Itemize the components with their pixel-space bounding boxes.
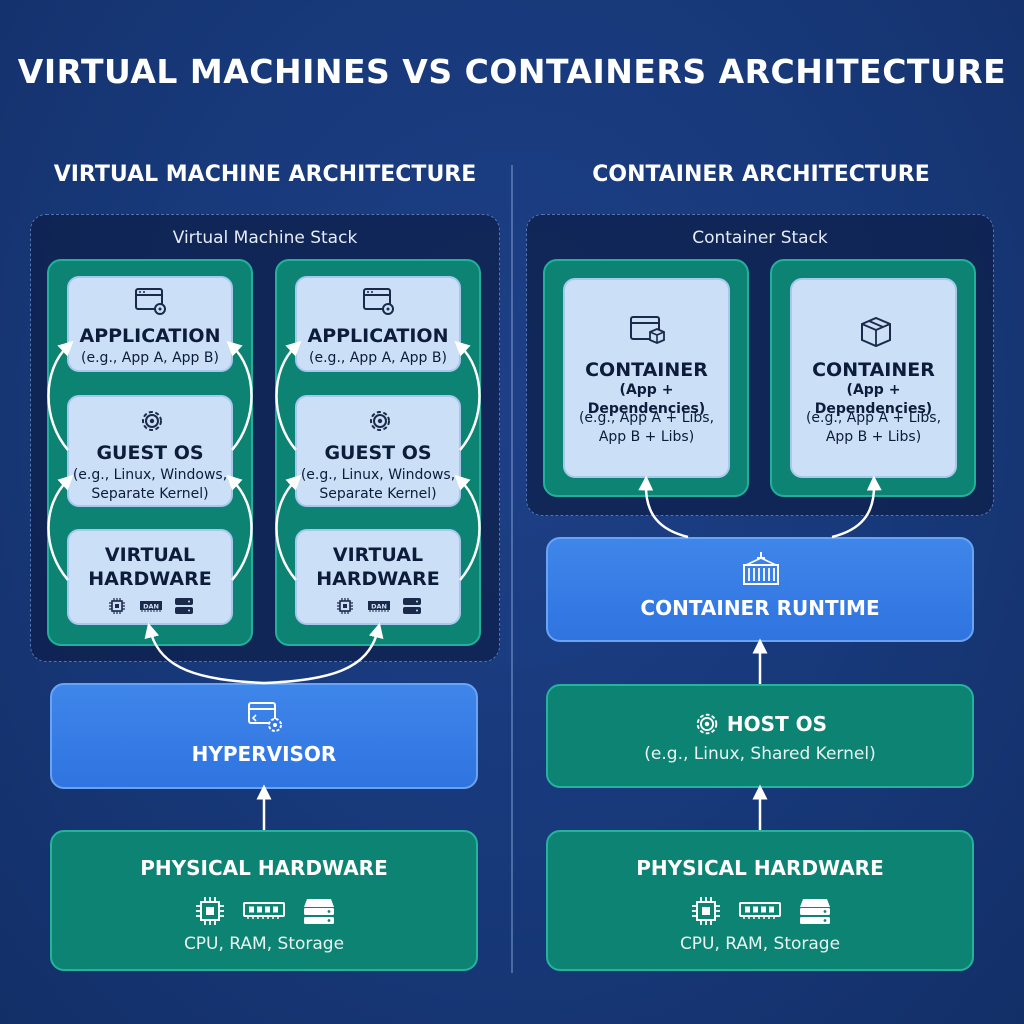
physical-hardware-detail: CPU, RAM, Storage xyxy=(679,934,841,954)
ram-icon xyxy=(739,901,781,921)
arrow-hypervisor-to-vm1 xyxy=(144,622,265,685)
physical-hardware-title: PHYSICAL HARDWARE xyxy=(140,856,388,880)
physical-hardware-title: PHYSICAL HARDWARE xyxy=(636,856,884,880)
guest-os-detail-1: (e.g., Linux, Windows, xyxy=(72,467,228,483)
application-title: APPLICATION xyxy=(79,325,221,347)
vm-stack-label: Virtual Machine Stack xyxy=(172,228,358,248)
container-detail-1: (e.g., App A + Libs, xyxy=(578,410,715,426)
cpu-icon xyxy=(691,896,721,926)
virtual-hardware-title-2: HARDWARE xyxy=(316,568,440,590)
host-os-header: HOST OS xyxy=(548,710,972,738)
ram-chip-label: DAN xyxy=(143,603,159,611)
guest-os-detail-2: Separate Kernel) xyxy=(319,486,437,502)
arrow-guestos-to-app-left xyxy=(47,340,74,451)
virtual-hardware-title-1: VIRTUAL xyxy=(332,544,424,566)
container-detail-2: App B + Libs) xyxy=(825,429,922,445)
hardware-icons: DAN xyxy=(336,597,426,615)
container-runtime-title: CONTAINER RUNTIME xyxy=(640,596,880,620)
arrow-hypervisor-to-vm2 xyxy=(263,622,384,685)
arrow-guestos-to-app-right-2 xyxy=(454,340,481,451)
hardware-icons: DAN xyxy=(108,597,198,615)
gear-icon xyxy=(693,710,721,738)
container-runtime-box: CONTAINER RUNTIME xyxy=(546,537,974,642)
arrow-vhw-to-guestos-right-2 xyxy=(454,474,481,581)
container-detail-2: App B + Libs) xyxy=(598,429,695,445)
container-detail-1: (e.g., App A + Libs, xyxy=(805,410,942,426)
arrow-vhw-to-guestos-left xyxy=(47,474,74,581)
storage-icon xyxy=(799,897,831,925)
arrow-guestos-to-app-left-2 xyxy=(275,340,302,451)
gear-icon xyxy=(365,406,395,436)
app-window-gear-icon xyxy=(363,287,397,317)
vm-virtual-hardware-card-1: VIRTUAL HARDWARE DAN xyxy=(67,529,233,625)
vm-guest-os-card-2: GUEST OS (e.g., Linux, Windows, Separate… xyxy=(295,395,461,507)
guest-os-title: GUEST OS xyxy=(324,442,432,464)
cpu-icon xyxy=(195,896,225,926)
arrow-runtime-to-container-2 xyxy=(831,475,882,539)
package-box-icon xyxy=(859,316,893,348)
physical-hardware-detail: CPU, RAM, Storage xyxy=(183,934,345,954)
guest-os-title: GUEST OS xyxy=(96,442,204,464)
shipping-container-icon xyxy=(742,551,780,587)
arrow-runtime-to-container-1 xyxy=(638,475,689,539)
ram-icon: DAN xyxy=(139,599,163,613)
host-os-detail: (e.g., Linux, Shared Kernel) xyxy=(644,744,876,764)
storage-icon xyxy=(303,897,335,925)
arrow-guestos-to-app-right xyxy=(226,340,253,451)
main-title: VIRTUAL MACHINES VS CONTAINERS ARCHITECT… xyxy=(17,52,1007,91)
hypervisor-box: HYPERVISOR xyxy=(50,683,478,789)
ram-icon: DAN xyxy=(367,599,391,613)
gear-icon xyxy=(137,406,167,436)
vm-application-card-2: APPLICATION (e.g., App A, App B) xyxy=(295,276,461,372)
guest-os-detail-2: Separate Kernel) xyxy=(91,486,209,502)
hypervisor-icon xyxy=(248,701,284,733)
vm-section-title: VIRTUAL MACHINE ARCHITECTURE xyxy=(53,162,477,187)
storage-icon xyxy=(402,597,422,615)
host-os-box: HOST OS (e.g., Linux, Shared Kernel) xyxy=(546,684,974,788)
container-section-title: CONTAINER ARCHITECTURE xyxy=(592,162,930,187)
application-detail: (e.g., App A, App B) xyxy=(81,350,219,366)
ram-icon xyxy=(243,901,285,921)
host-os-title: HOST OS xyxy=(726,712,828,736)
arrow-vhw-to-guestos-right xyxy=(226,474,253,581)
physical-hardware-icons xyxy=(691,896,836,926)
virtual-hardware-title-1: VIRTUAL xyxy=(104,544,196,566)
container-subtitle: (App + Dependencies) xyxy=(814,382,933,417)
cpu-icon xyxy=(336,597,354,615)
vm-virtual-hardware-card-2: VIRTUAL HARDWARE DAN xyxy=(295,529,461,625)
divider xyxy=(511,165,513,973)
arrow-vhw-to-guestos-left-2 xyxy=(275,474,302,581)
physical-hardware-icons xyxy=(195,896,340,926)
container-subtitle: (App + Dependencies) xyxy=(587,382,706,417)
application-detail: (e.g., App A, App B) xyxy=(309,350,447,366)
hypervisor-title: HYPERVISOR xyxy=(191,742,337,766)
container-title: CONTAINER xyxy=(812,359,935,381)
app-window-gear-icon xyxy=(135,287,169,317)
vm-application-card-1: APPLICATION (e.g., App A, App B) xyxy=(67,276,233,372)
virtual-hardware-title-2: HARDWARE xyxy=(88,568,212,590)
application-title: APPLICATION xyxy=(307,325,449,347)
container-window-icon xyxy=(630,315,666,347)
storage-icon xyxy=(174,597,194,615)
container-card-2: CONTAINER (App + Dependencies) (e.g., Ap… xyxy=(790,278,957,478)
ram-chip-label: DAN xyxy=(371,603,387,611)
vm-physical-hardware-box: PHYSICAL HARDWARE CPU, RAM, Storage xyxy=(50,830,478,971)
container-title: CONTAINER xyxy=(585,359,708,381)
container-physical-hardware-box: PHYSICAL HARDWARE CPU, RAM, Storage xyxy=(546,830,974,971)
vm-guest-os-card-1: GUEST OS (e.g., Linux, Windows, Separate… xyxy=(67,395,233,507)
guest-os-detail-1: (e.g., Linux, Windows, xyxy=(300,467,456,483)
container-card-1: CONTAINER (App + Dependencies) (e.g., Ap… xyxy=(563,278,730,478)
cpu-icon xyxy=(108,597,126,615)
container-stack-label: Container Stack xyxy=(692,228,828,248)
